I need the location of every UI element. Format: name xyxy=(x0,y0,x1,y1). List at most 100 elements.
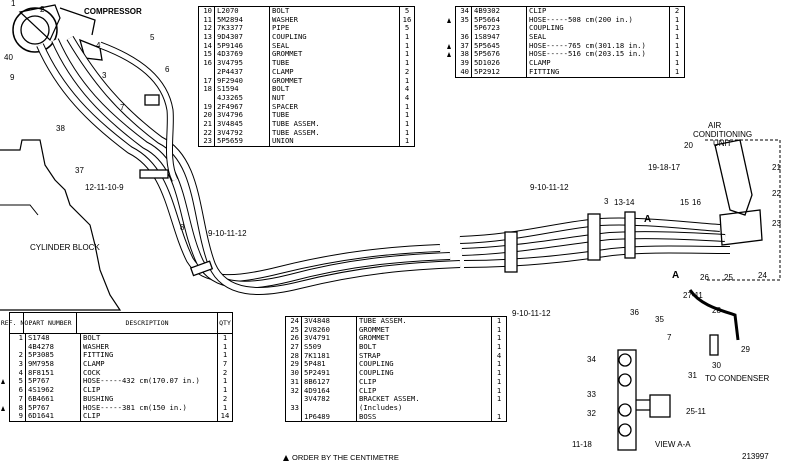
row-description: CLIP xyxy=(357,386,492,396)
row-qty: 4 xyxy=(404,92,410,102)
row-ref: 17 xyxy=(199,76,215,86)
row-qty: 1 xyxy=(496,324,502,334)
callout-15: 15 xyxy=(680,198,689,207)
callout-26: 26 xyxy=(700,273,709,282)
row-part-number: S1594 xyxy=(215,84,270,94)
row-description: BOLT xyxy=(357,343,492,352)
order-marker-icon xyxy=(1,379,5,385)
row-ref xyxy=(199,93,215,103)
row-qty: 1 xyxy=(496,394,502,404)
callout-11-18: 11-18 xyxy=(572,440,592,449)
row-part-number: 9D4307 xyxy=(215,32,270,42)
row-description: HOSE-----381 cm(150 in.) xyxy=(81,403,218,413)
row-description: FITTING xyxy=(81,351,218,361)
callout-31: 31 xyxy=(688,371,697,380)
row-description: PIPE xyxy=(270,24,400,34)
row-ref: 32 xyxy=(286,386,302,396)
row-qty: 1 xyxy=(404,127,410,137)
row-part-number: 4D3769 xyxy=(215,50,270,60)
row-description: WASHER xyxy=(270,15,400,25)
row-part-number: 3V4845 xyxy=(215,119,270,129)
callout-33: 33 xyxy=(587,390,596,399)
row-ref: 14 xyxy=(199,41,215,51)
row-part-number: 6B4661 xyxy=(26,394,81,404)
row-qty: 4 xyxy=(404,84,410,94)
air-conditioning-label-1: AIR xyxy=(708,121,722,130)
row-ref: 27 xyxy=(286,342,302,352)
row-part-number: 4J3265 xyxy=(215,93,270,103)
row-qty: 1 xyxy=(674,66,680,76)
row-qty: 1 xyxy=(222,341,228,351)
row-qty: 1 xyxy=(674,23,680,33)
header-description: DESCRIPTION xyxy=(77,313,218,333)
row-ref: 31 xyxy=(286,377,302,387)
row-ref: 30 xyxy=(286,368,302,378)
row-ref: 15 xyxy=(199,50,215,60)
callout-5: 5 xyxy=(150,33,155,42)
row-qty: 1 xyxy=(404,110,410,120)
row-qty: 1 xyxy=(496,316,502,325)
row-part-number: S509 xyxy=(302,342,357,352)
section-a-left: A xyxy=(644,214,651,225)
footnote-text: ORDER BY THE CENTIMETRE xyxy=(292,453,399,462)
row-qty: 1 xyxy=(496,342,502,352)
row-qty: 1 xyxy=(496,385,502,395)
row-description: NUT xyxy=(270,93,400,103)
row-ref xyxy=(286,395,302,404)
row-part-number: 8F8151 xyxy=(26,368,81,378)
row-qty: 2 xyxy=(222,393,228,403)
order-marker-icon xyxy=(1,405,5,411)
row-description: CLAMP xyxy=(81,360,218,369)
air-conditioning-label-3: UNIT xyxy=(713,139,732,148)
row-part-number: 5P9146 xyxy=(215,41,270,51)
callout-13-14: 13-14 xyxy=(614,198,635,207)
callout-9-10-11-12b: 9-10-11-12 xyxy=(530,183,569,192)
row-qty: 5 xyxy=(404,23,410,33)
compressor-body xyxy=(12,7,58,53)
row-description: SEAL xyxy=(270,41,400,51)
row-ref: 4 xyxy=(10,368,26,378)
row-part-number: 7K1181 xyxy=(302,351,357,361)
row-part-number: 5P767 xyxy=(26,377,81,387)
table-header: REF. NO. PART NUMBER DESCRIPTION QTY xyxy=(1,313,232,334)
row-qty: 1 xyxy=(674,49,680,59)
row-ref: 3 xyxy=(10,359,26,369)
row-part-number: 9F2940 xyxy=(215,76,270,86)
row-ref: 29 xyxy=(286,360,302,370)
illustration-number: 213997 xyxy=(742,452,769,461)
row-ref: 26 xyxy=(286,334,302,344)
order-marker-icon xyxy=(283,455,289,461)
callout-20: 20 xyxy=(684,141,693,150)
callout-30: 30 xyxy=(712,361,721,370)
row-qty: 1 xyxy=(222,376,228,386)
row-ref: 5 xyxy=(10,377,26,387)
callout-3a: 3 xyxy=(102,71,107,80)
row-ref: 9 xyxy=(10,411,26,421)
row-description: BOLT xyxy=(270,85,400,94)
view-aa-label: VIEW A-A xyxy=(655,440,691,449)
row-description: FITTING xyxy=(527,67,670,77)
header-part-number: PART NUMBER xyxy=(24,313,77,333)
row-description: WASHER xyxy=(81,342,218,352)
callout-4: 4 xyxy=(96,41,101,50)
row-part-number: 5P2491 xyxy=(302,368,357,378)
row-qty: 14 xyxy=(220,411,230,421)
row-description: CLAMP xyxy=(270,67,400,77)
row-part-number xyxy=(302,403,357,413)
callout-9-10-11-12a: 9-10-11-12 xyxy=(208,229,247,238)
row-ref: 13 xyxy=(199,32,215,42)
row-description: HOSE-----765 cm(301.18 in.) xyxy=(527,41,670,51)
